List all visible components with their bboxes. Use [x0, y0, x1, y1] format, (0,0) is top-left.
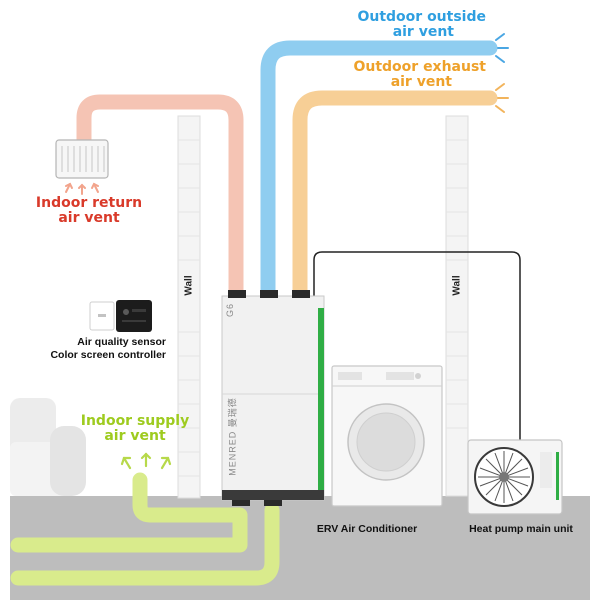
unit-model-label: G6 — [225, 303, 235, 318]
unit-brand-label: MENRED 曼瑞德 — [227, 397, 238, 476]
air-quality-controller — [89, 300, 152, 332]
exhaust-air-duct — [292, 90, 498, 304]
left-wall — [177, 115, 201, 499]
sofa-illustration — [10, 398, 86, 496]
erv-unit — [221, 290, 325, 506]
indoor-supply-line2: air vent — [104, 428, 166, 445]
left-wall-label: Wall — [183, 275, 195, 296]
outdoor-exhaust-line1: Outdoor exhaust — [353, 59, 486, 75]
outdoor-outside-vent-label: Outdoor outside air vent — [356, 9, 486, 41]
supply-air-duct — [10, 472, 280, 586]
refrigerant-line — [313, 251, 521, 440]
right-wall — [445, 115, 469, 497]
return-vent-grille — [55, 139, 109, 179]
indoor-supply-line1: Indoor supply — [80, 413, 190, 429]
outdoor-outside-line1: Outdoor outside — [357, 9, 486, 25]
return-vent-arrows-icon — [65, 182, 99, 195]
erv-air-conditioner-appliance — [331, 365, 443, 507]
return-air-duct — [76, 94, 244, 304]
indoor-return-line1: Indoor return — [35, 195, 143, 211]
supply-vent-arrows-icon — [120, 452, 172, 470]
indoor-supply-vent-label: Indoor supply air vent — [76, 413, 194, 445]
outdoor-outside-line2: air vent — [392, 24, 454, 41]
erv-air-conditioner-label: ERV Air Conditioner — [316, 523, 418, 535]
controller-line1: Air quality sensor — [77, 336, 166, 348]
heat-pump-label: Heat pump main unit — [469, 523, 573, 535]
exhaust-vent-arrows-icon — [495, 83, 509, 113]
outside-vent-arrows-icon — [495, 33, 509, 63]
controller-label: Air quality sensor Color screen controll… — [40, 336, 166, 362]
outdoor-exhaust-vent-label: Outdoor exhaust air vent — [348, 59, 486, 91]
outdoor-exhaust-line2: air vent — [390, 74, 452, 91]
controller-line2: Color screen controller — [50, 349, 166, 362]
right-wall-label: Wall — [451, 275, 463, 296]
indoor-return-line2: air vent — [58, 210, 120, 227]
indoor-return-vent-label: Indoor return air vent — [34, 195, 144, 227]
heat-pump-unit — [467, 439, 563, 515]
outside-air-duct — [260, 40, 498, 304]
